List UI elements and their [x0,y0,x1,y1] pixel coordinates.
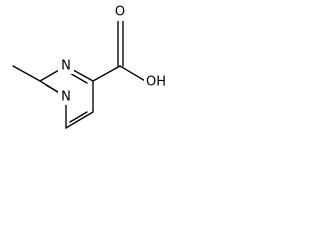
ring-n-bottom-label: N [61,90,71,105]
bond-c4-c5-inner [69,111,88,123]
carbonyl-o-label: O [115,5,125,20]
ring-n-top-label: N [61,59,71,74]
ring-n-bottom-background [58,89,74,105]
atom-label-layer: N N O OH [58,4,169,105]
ring-n-top-background [58,58,74,74]
hydroxyl-background [144,74,169,91]
bond-c4-c5 [65,111,94,129]
bond-c6-carboxyl [92,65,121,82]
hydroxyl-label: OH [146,75,166,90]
carbonyl-o-background [112,4,129,21]
bond-methyl [12,65,41,82]
bond-hydroxyl [119,65,148,83]
chemical-structure: N N O OH [12,4,169,129]
bond-layer [12,17,148,129]
